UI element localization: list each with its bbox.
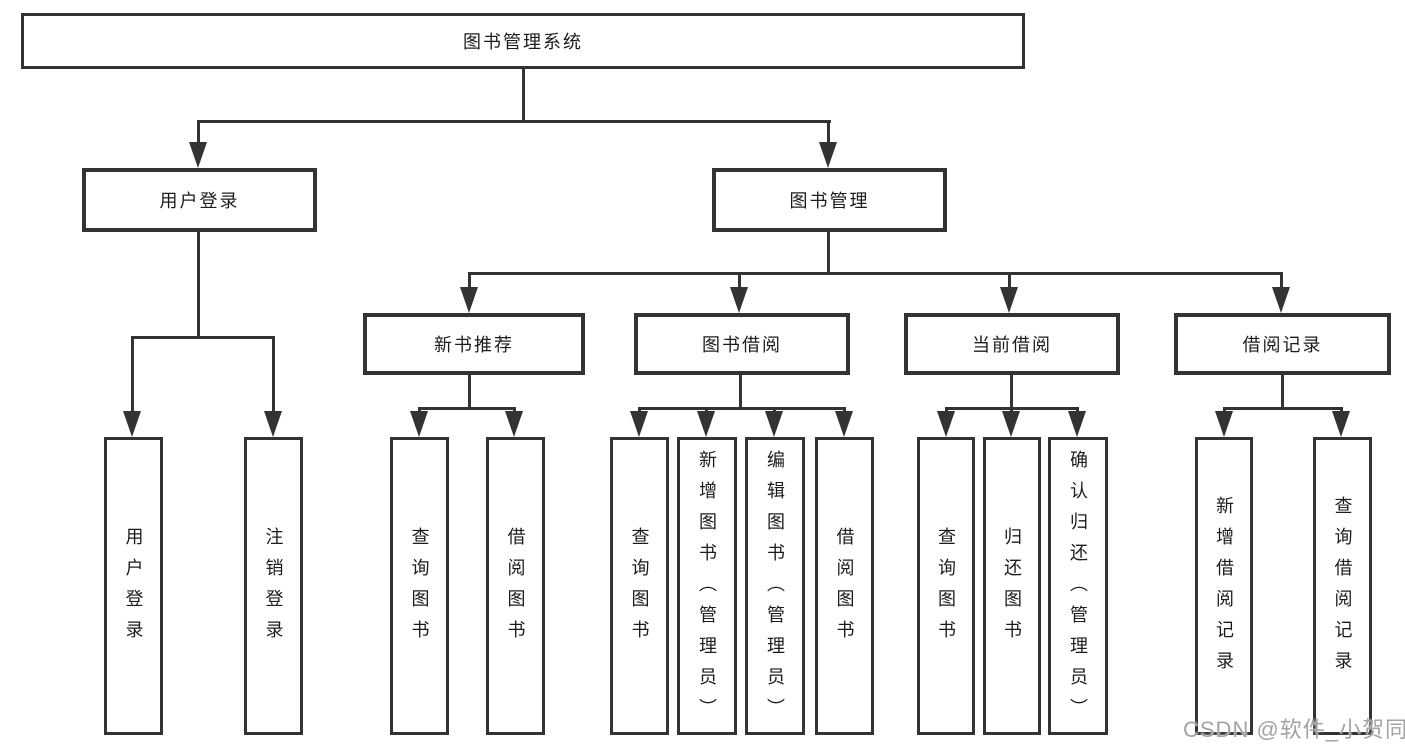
connector-line bbox=[1010, 375, 1013, 409]
arrowhead-icon bbox=[819, 142, 837, 168]
connector-line bbox=[468, 272, 1283, 275]
arrowhead-icon bbox=[765, 411, 783, 437]
arrowhead-icon bbox=[123, 411, 141, 437]
node-current-borrow: 当前借阅 bbox=[904, 313, 1120, 375]
node-root: 图书管理系统 bbox=[21, 13, 1025, 69]
connector-line bbox=[1223, 407, 1342, 410]
arrowhead-icon bbox=[937, 411, 955, 437]
connector-line bbox=[418, 407, 516, 410]
connector-line bbox=[638, 407, 845, 410]
connector-line bbox=[827, 232, 830, 274]
arrowhead-icon bbox=[1068, 411, 1086, 437]
arrowhead-icon bbox=[730, 287, 748, 313]
connector-line bbox=[1008, 272, 1011, 290]
connector-line bbox=[522, 69, 525, 122]
arrowhead-icon bbox=[1272, 287, 1290, 313]
arrowhead-icon bbox=[1215, 411, 1233, 437]
connector-line bbox=[738, 272, 741, 290]
connector-line bbox=[468, 375, 471, 409]
arrowhead-icon bbox=[1000, 287, 1018, 313]
arrowhead-icon bbox=[460, 287, 478, 313]
arrowhead-icon bbox=[630, 411, 648, 437]
leaf-query-book-recommend: 查询图书 bbox=[390, 437, 449, 735]
connector-line bbox=[272, 336, 275, 414]
connector-line bbox=[197, 120, 831, 123]
leaf-borrow-book-recommend: 借阅图书 bbox=[486, 437, 545, 735]
node-user-login: 用户登录 bbox=[82, 168, 317, 232]
connector-line bbox=[827, 120, 830, 148]
leaf-add-book-admin: 新增图书（管理员） bbox=[677, 437, 737, 735]
csdn-watermark: CSDN @软件_小贺同学 bbox=[1183, 717, 1405, 742]
arrowhead-icon bbox=[505, 411, 523, 437]
leaf-user-login: 用户登录 bbox=[104, 437, 163, 735]
connector-line bbox=[1281, 375, 1284, 409]
arrowhead-icon bbox=[189, 142, 207, 168]
leaf-query-book-current: 查询图书 bbox=[917, 437, 975, 735]
node-book-borrow: 图书借阅 bbox=[634, 313, 850, 375]
node-borrow-records: 借阅记录 bbox=[1174, 313, 1391, 375]
leaf-query-borrow-record: 查询借阅记录 bbox=[1313, 437, 1372, 735]
leaf-return-book: 归还图书 bbox=[983, 437, 1041, 735]
connector-line bbox=[1280, 272, 1283, 290]
connector-line bbox=[131, 336, 134, 414]
leaf-confirm-return-admin: 确认归还（管理员） bbox=[1048, 437, 1108, 735]
leaf-query-book-borrow: 查询图书 bbox=[610, 437, 669, 735]
connector-line bbox=[468, 272, 471, 290]
connector-line bbox=[131, 336, 275, 339]
arrowhead-icon bbox=[1002, 411, 1020, 437]
connector-line bbox=[739, 375, 742, 409]
leaf-borrow-book: 借阅图书 bbox=[815, 437, 874, 735]
arrowhead-icon bbox=[410, 411, 428, 437]
connector-line bbox=[197, 232, 200, 338]
arrowhead-icon bbox=[835, 411, 853, 437]
leaf-add-borrow-record: 新增借阅记录 bbox=[1195, 437, 1253, 735]
arrowhead-icon bbox=[264, 411, 282, 437]
node-book-management: 图书管理 bbox=[712, 168, 947, 232]
arrowhead-icon bbox=[697, 411, 715, 437]
leaf-edit-book-admin: 编辑图书（管理员） bbox=[745, 437, 805, 735]
leaf-logout: 注销登录 bbox=[244, 437, 303, 735]
connector-line bbox=[197, 120, 200, 148]
arrowhead-icon bbox=[1332, 411, 1350, 437]
node-new-book-recommend: 新书推荐 bbox=[363, 313, 585, 375]
